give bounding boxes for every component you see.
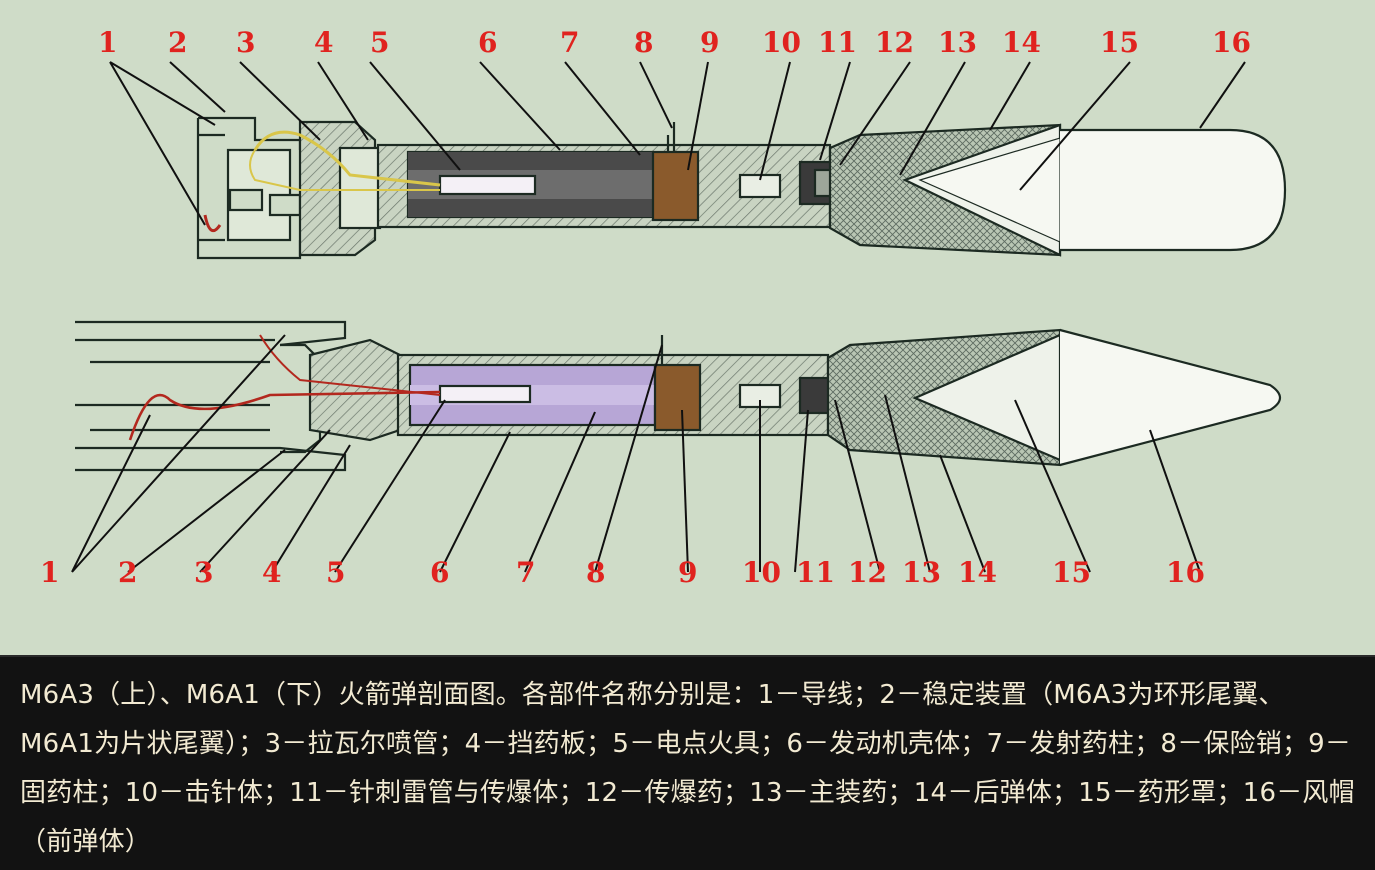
top-label-3: 3: [236, 26, 255, 59]
top-label-16: 16: [1212, 26, 1251, 59]
top-number-labels: 1 2 3 4 5 6 7 8 9 10 11 12 13 14 15 16: [98, 26, 1251, 59]
m6a3-ring-tail: [196, 116, 302, 260]
m6a3-wire-red: [203, 214, 222, 233]
bottom-label-3: 3: [194, 556, 213, 589]
m6a3-propellant: [408, 152, 653, 170]
bottom-label-1: 1: [40, 556, 59, 589]
leader-lines: [71, 61, 1246, 573]
m6a3-rocket: [196, 116, 1287, 260]
top-label-6: 6: [478, 26, 497, 59]
top-label-9: 9: [700, 26, 719, 59]
top-label-2: 2: [168, 26, 187, 59]
bottom-label-2: 2: [118, 556, 137, 589]
rocket-cross-section-diagram: 1 2 3 4 5 6 7 8 9 10 11 12 13 14 15 16 1…: [0, 0, 1375, 655]
bottom-label-6: 6: [430, 556, 449, 589]
m6a1-wire-red: [128, 390, 441, 441]
top-label-11: 11: [818, 26, 857, 59]
caption-panel: M6A3（上）、M6A1（下）火箭弹剖面图。各部件名称分别是：1－导线；2－稳定…: [0, 655, 1375, 870]
top-label-1: 1: [98, 26, 117, 59]
bottom-label-12: 12: [848, 556, 887, 589]
top-label-5: 5: [370, 26, 389, 59]
bottom-label-5: 5: [326, 556, 345, 589]
m6a3-firing-pin: [738, 173, 782, 199]
bottom-label-8: 8: [586, 556, 605, 589]
top-label-7: 7: [560, 26, 579, 59]
bottom-number-labels: 1 2 3 4 5 6 7 8 9 10 11 12 13 14 15 16: [40, 556, 1205, 589]
bottom-label-13: 13: [902, 556, 941, 589]
m6a3-windshield: [1060, 128, 1287, 252]
m6a3-solid-block: [651, 150, 700, 222]
top-label-4: 4: [314, 26, 333, 59]
top-label-15: 15: [1100, 26, 1139, 59]
top-label-12: 12: [875, 26, 914, 59]
m6a3-igniter: [438, 174, 537, 196]
m6a3-wire-yellow: [253, 130, 441, 187]
m6a1-fin-tail: [75, 320, 347, 472]
m6a1-solid-block: [653, 363, 702, 432]
bottom-label-4: 4: [262, 556, 281, 589]
top-label-13: 13: [938, 26, 977, 59]
m6a1-igniter: [438, 384, 532, 404]
top-label-10: 10: [762, 26, 801, 59]
caption-text: M6A3（上）、M6A1（下）火箭弹剖面图。各部件名称分别是：1－导线；2－稳定…: [20, 680, 1355, 857]
bottom-label-11: 11: [796, 556, 835, 589]
bottom-label-7: 7: [516, 556, 535, 589]
bottom-label-16: 16: [1166, 556, 1205, 589]
top-label-14: 14: [1002, 26, 1041, 59]
bottom-label-9: 9: [678, 556, 697, 589]
bottom-label-14: 14: [958, 556, 997, 589]
m6a1-rocket: [75, 320, 1282, 472]
top-label-8: 8: [634, 26, 653, 59]
bottom-label-10: 10: [742, 556, 781, 589]
bottom-label-15: 15: [1052, 556, 1091, 589]
m6a1-windshield: [1059, 328, 1282, 467]
